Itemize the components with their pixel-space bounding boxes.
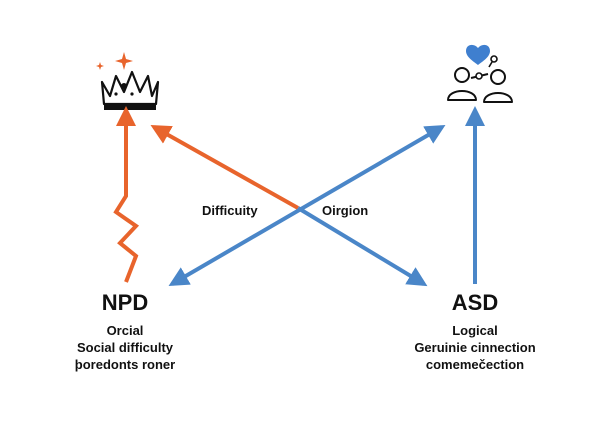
npd-title: NPD xyxy=(101,290,149,315)
npd-line-1: Orcial xyxy=(106,323,144,338)
npd-to-crown-arrow xyxy=(113,106,140,283)
npd-line-2: Social difficulty xyxy=(76,340,174,355)
crown-icon xyxy=(96,52,160,110)
npd-line-3: þoredonts roner xyxy=(74,357,176,372)
asd-title: ASD xyxy=(451,290,499,315)
npd-node: NPD Orcial Social difficulty þoredonts r… xyxy=(60,290,190,373)
center-left-label: Difficuity xyxy=(202,203,258,218)
asd-line-2: Geruinie cinnection xyxy=(414,340,536,355)
center-to-crown-arrow xyxy=(150,125,299,210)
sparkle-icon xyxy=(96,52,133,70)
asd-node: ASD Logical Geruinie cinnection comemeče… xyxy=(405,290,545,373)
center-to-asd-arrow xyxy=(296,206,428,287)
asd-line-1: Logical xyxy=(452,323,498,338)
asd-line-3: comemečection xyxy=(425,357,525,372)
center-right-label: Oirgion xyxy=(322,203,369,218)
npd-people-arrow xyxy=(168,124,446,287)
connected-people-icon xyxy=(447,44,513,103)
